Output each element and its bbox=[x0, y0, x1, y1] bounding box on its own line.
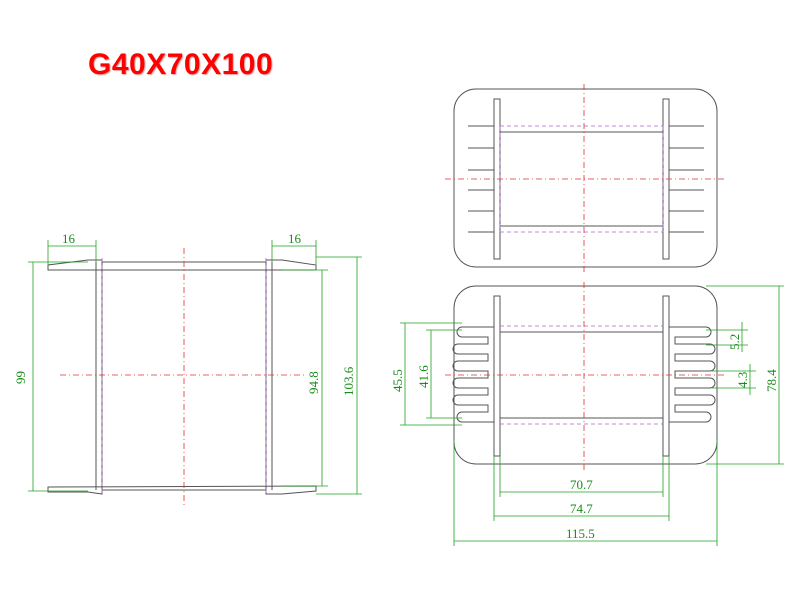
dim-text-height: 78.4 bbox=[764, 369, 779, 392]
dim-text-overall-width: 115.5 bbox=[566, 526, 595, 541]
part-title: G40X70X100 bbox=[88, 48, 274, 81]
dim-slot-width: 4.3 bbox=[712, 364, 756, 395]
right-post bbox=[662, 295, 670, 457]
left-pin-rail bbox=[468, 125, 494, 233]
dim-overall-height: 99 bbox=[13, 261, 88, 492]
dim-text-flange-left: 16 bbox=[62, 231, 76, 246]
dim-flange-right: 16 bbox=[271, 231, 317, 266]
dim-text-pin-span-outer: 45.5 bbox=[390, 369, 405, 392]
side-view: 16 16 99 94.8 bbox=[13, 231, 362, 505]
left-post bbox=[493, 295, 501, 457]
dim-text-inner-height: 94.8 bbox=[306, 371, 321, 394]
dim-text-slot-width: 4.3 bbox=[735, 372, 750, 388]
dim-text-slot-pitch: 5.2 bbox=[727, 334, 742, 350]
top-view-outline bbox=[453, 88, 718, 268]
dim-text-overall-height: 99 bbox=[13, 371, 28, 384]
dim-pin-span-outer: 45.5 bbox=[390, 322, 462, 426]
dim-height: 78.4 bbox=[706, 285, 784, 465]
dim-inner-height: 94.8 bbox=[282, 269, 328, 487]
dim-outer-height: 103.6 bbox=[316, 256, 362, 495]
dim-text-mid-width: 74.7 bbox=[570, 501, 593, 516]
dim-slot-pitch: 5.2 bbox=[706, 322, 748, 352]
dim-text-pin-span-inner: 41.6 bbox=[416, 365, 431, 388]
dim-text-outer-height: 103.6 bbox=[341, 366, 356, 396]
dim-text-flange-right: 16 bbox=[288, 231, 302, 246]
left-slot-comb bbox=[452, 326, 494, 423]
dim-pin-span-inner: 41.6 bbox=[416, 329, 462, 419]
dim-mid-width: 74.7 bbox=[493, 456, 670, 521]
bottom-view: 45.5 41.6 5.2 4.3 bbox=[390, 282, 784, 546]
dim-text-inner-width: 70.7 bbox=[570, 477, 593, 492]
dim-flange-left: 16 bbox=[47, 231, 97, 266]
top-view bbox=[445, 84, 725, 272]
right-pin-rail bbox=[669, 125, 704, 233]
dim-inner-width: 70.7 bbox=[499, 456, 664, 497]
right-slot-comb bbox=[669, 326, 716, 423]
dim-overall-width: 115.5 bbox=[453, 440, 718, 546]
top-flange bbox=[47, 259, 317, 271]
bottom-flange bbox=[47, 485, 317, 495]
